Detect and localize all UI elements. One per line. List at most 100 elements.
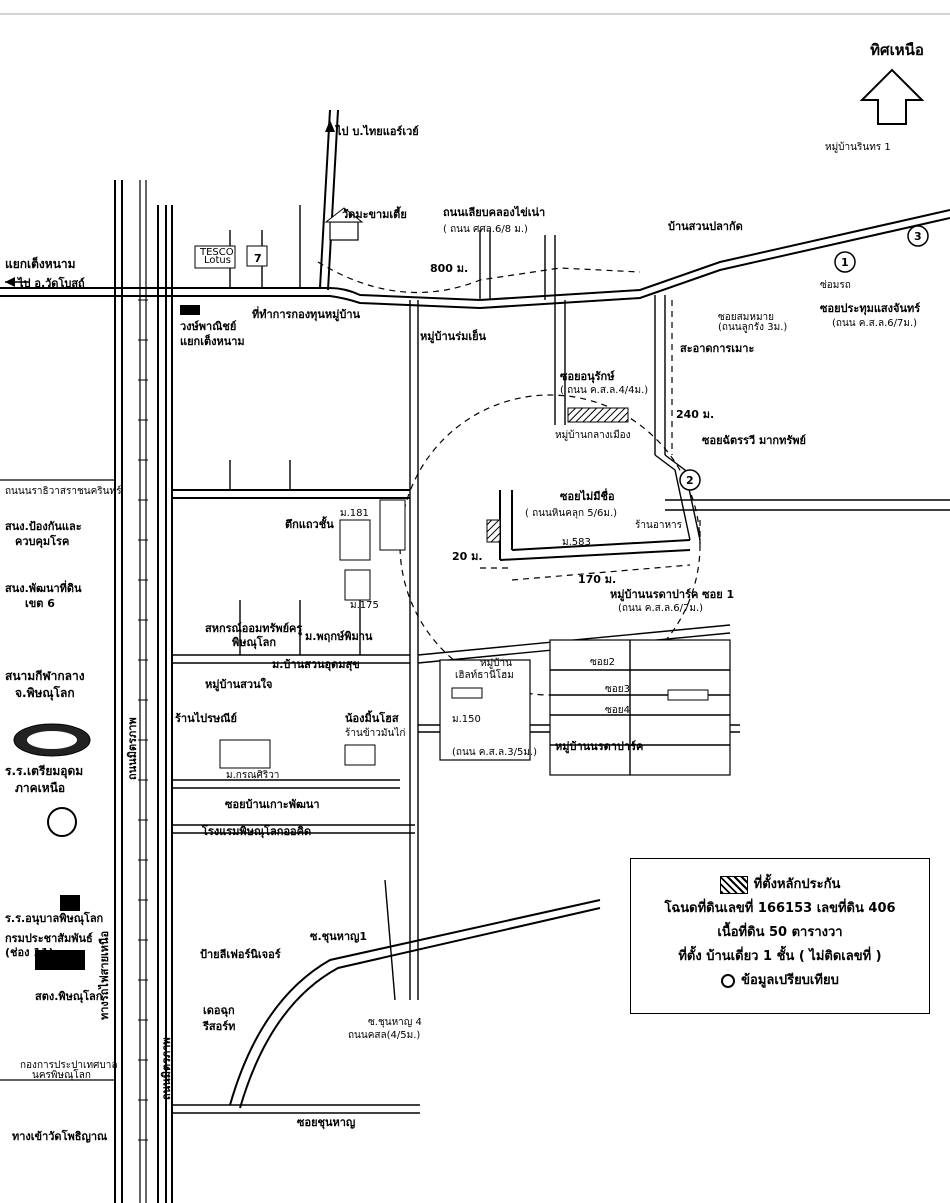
label-resort2: รีสอร์ท: [202, 1020, 235, 1033]
label-school: ร.ร.เตรียมอุดม: [5, 764, 83, 779]
label-village-fund: ที่ทำการกองทุนหมู่บ้าน: [252, 306, 360, 322]
label-rice: ร้านข้าวมันไก่: [345, 727, 405, 739]
circle-icon: [721, 973, 736, 988]
label-prasong: กรมประชาสัมพันธ์: [5, 932, 93, 945]
label-prasong2: (ช่อง 11): [5, 946, 54, 959]
label-soi-somai-code: (ถนนลูกรัง 3ม.): [718, 322, 787, 333]
label-highway: ถนนมิตรภาพ: [126, 717, 139, 780]
label-to-thai-airways: ไป บ.ไทยแอร์เวย์: [334, 124, 419, 138]
label-village-rom: หมู่บ้านร่มเย็น: [420, 329, 487, 344]
label-soi4: ซอย4: [605, 705, 630, 716]
label-sahakorn: สหกรณ์ออมทรัพย์ครู: [205, 622, 302, 636]
label-village-narada: หมู่บ้านนรดาปาร์ค: [555, 740, 643, 754]
label-m-kornsawan: ม.กรณศิริวา: [226, 770, 279, 781]
north-label: ทิศเหนือ: [870, 41, 924, 59]
label-soi2: ซอย2: [590, 657, 615, 668]
legend-location: ที่ตั้ง บ้านเดี่ยว 1 ชั้น ( ไม่ติดเลขที่…: [678, 949, 882, 964]
label-soi-anurak-code: ( ถนน ค.ส.ล.4/4ม.): [560, 385, 648, 396]
label-resort: เดอฉุก: [203, 1004, 235, 1018]
label-soi-maimue: ซอยไม่มีชื่อ: [560, 488, 615, 503]
legend-deed: โฉนดที่ดินเลขที่ 166153 เลขที่ดิน 406: [664, 901, 896, 916]
label-wongpanit: วงษ์พาณิชย์: [180, 320, 236, 333]
railway: [139, 180, 147, 1203]
label-soi-maimue-code: ( ถนนหินคลุก 5/6ม.): [525, 508, 617, 519]
label-village-green: หมู่บ้าน: [480, 657, 512, 669]
label-yaek2: แยกเต็งหนาม: [180, 334, 245, 348]
label-wat: วัดมะขามเตี้ย: [342, 206, 407, 221]
label-soi-somai: ซอยสมหมาย: [718, 312, 774, 323]
label-shop: ร้านไปรษณีย์: [175, 711, 237, 725]
label-canal-road: ถนนเลียบคลองไข่เน่า: [443, 205, 545, 219]
label-circle1: 1: [841, 256, 849, 269]
label-m583: ม.583: [562, 537, 591, 548]
label-dev2: เขต 6: [25, 597, 55, 610]
label-m175: ม.175: [350, 600, 379, 611]
label-circle3: 3: [914, 230, 922, 243]
label-soi-anurak: ซอยอนุรักษ์: [560, 370, 615, 384]
label-village-klang: หมู่บ้านกลางเมือง: [555, 429, 631, 441]
label-village-green2: เฮิลท์ธานีโฮม: [455, 668, 514, 681]
label-ban-suan: บ้านสวนปลากัด: [668, 220, 743, 233]
label-soi-dang: ซ่อมรถ: [820, 280, 851, 291]
label-nongmaeng: น้องมิ้นโฮส: [345, 710, 399, 725]
label-hotel: โรงแรมพิษณุโลกออคิด: [201, 824, 311, 839]
label-soi-chunhan4: ซ.ชุนหาญ 4: [368, 1017, 422, 1028]
label-circle2: 2: [686, 474, 694, 487]
label-village-rinthon: หมู่บ้านรินทร 1: [825, 141, 891, 153]
label-soi-chunhan-bottom: ซอยชุนหาญ: [297, 1116, 355, 1130]
label-tambon: ตึกแถวชั้น: [285, 516, 334, 531]
label-d170: 170 ม.: [578, 573, 616, 586]
legend-area: เนื้อที่ดิน 50 ตารางวา: [717, 925, 843, 940]
label-stk: สตง.พิษณุโลก: [35, 989, 103, 1004]
label-d240: 240 ม.: [676, 408, 714, 421]
main-roads: [114, 180, 173, 1203]
label-narai: ถนนนราธิวาสราชนครินทร์: [5, 485, 122, 497]
label-soi-chunhan4-code: ถนนคสล(4/5ม.): [348, 1030, 420, 1041]
label-sport-office2: นครพิษณุโลก: [32, 1068, 91, 1081]
legend-collateral: ที่ตั้งหลักประกัน: [753, 877, 841, 892]
label-school2: ภาคเหนือ: [15, 781, 65, 795]
label-dec: สนง.ป้องกันและ: [5, 520, 82, 533]
north-arrow: ทิศเหนือ: [852, 38, 942, 128]
label-to-wat: ทางเข้าวัดโพธิญาณ: [12, 1129, 108, 1143]
legend-comparable: ข้อมูลเปรียบเทียบ: [741, 973, 839, 988]
label-rail: ทางรถไฟสายเหนือ: [97, 931, 111, 1020]
label-soi-prathom-code: (ถนน ค.ส.ล.6/7ม.): [832, 318, 917, 329]
label-sport-office: กองการประปาเทศบาล: [20, 1060, 118, 1071]
label-village-nonthaphan-code: (ถนน ค.ส.ล.6/7ม.): [618, 603, 703, 614]
label-sahakorn2: พิษณุโลก: [232, 635, 276, 650]
label-to-wat-bot: ไป อ.วัดโบสถ์: [16, 276, 85, 290]
hatch-swatch-icon: [719, 875, 748, 894]
label-yaek: แยกเต็งหนาม: [5, 256, 76, 271]
label-dec2: ควบคุมโรค: [15, 534, 69, 549]
label-school3: ร.ร.อนุบาลพิษณุโลก: [5, 911, 104, 926]
label-highway2: ถนนมิตรภาพ: [160, 1037, 173, 1100]
label-canal-road-code: ( ถนน ศศล.6/8 ม.): [443, 224, 528, 235]
label-m-suan: ม.บ้านสวนอุดมสุข: [272, 658, 360, 672]
label-d20: 20 ม.: [452, 550, 483, 563]
label-sanitation: สะอาดการเมาะ: [680, 342, 754, 355]
label-road-ks3: (ถนน ค.ส.ล.3/5ม.): [452, 747, 537, 758]
label-seven: 7: [254, 252, 262, 265]
label-village-nonthaphan: หมู่บ้านนรดาปาร์ค ซอย 1: [610, 588, 734, 602]
label-soi-kaeo: ซอยบ้านเกาะพัฒนา: [225, 798, 320, 811]
label-samthong: ร้านอาหาร: [635, 519, 683, 531]
north-arrow-icon: [859, 68, 925, 125]
label-sapan: สนามกีฬากลาง: [5, 669, 85, 683]
label-soi-chunhan: ซ.ชุนหาญ1: [310, 930, 367, 944]
label-lotus: Lotus: [204, 255, 231, 266]
label-soi3: ซอย3: [605, 684, 630, 695]
label-sapan2: จ.พิษณุโลก: [15, 685, 75, 701]
label-soi-prathom: ซอยประทุมแสงจันทร์: [820, 302, 920, 316]
label-m150: ม.150: [452, 714, 481, 725]
legend-box: ที่ตั้งหลักประกัน โฉนดที่ดินเลขที่ 16615…: [630, 858, 930, 1014]
label-soi-chatree: ซอยฉัตรรวี มากทรัพย์: [702, 434, 806, 447]
subject-parcel: [486, 519, 501, 543]
label-m-phrueksa: ม.พฤกษ์พิมาน: [305, 630, 373, 643]
label-m181: ม.181: [340, 508, 369, 519]
label-tesco: TESCO: [199, 247, 234, 258]
label-village-suanjai: หมู่บ้านสวนใจ: [205, 677, 272, 692]
label-dev: สนง.พัฒนาที่ดิน: [5, 580, 82, 595]
label-tenant: ป้ายลีเฟอร์นิเจอร์: [200, 948, 281, 961]
